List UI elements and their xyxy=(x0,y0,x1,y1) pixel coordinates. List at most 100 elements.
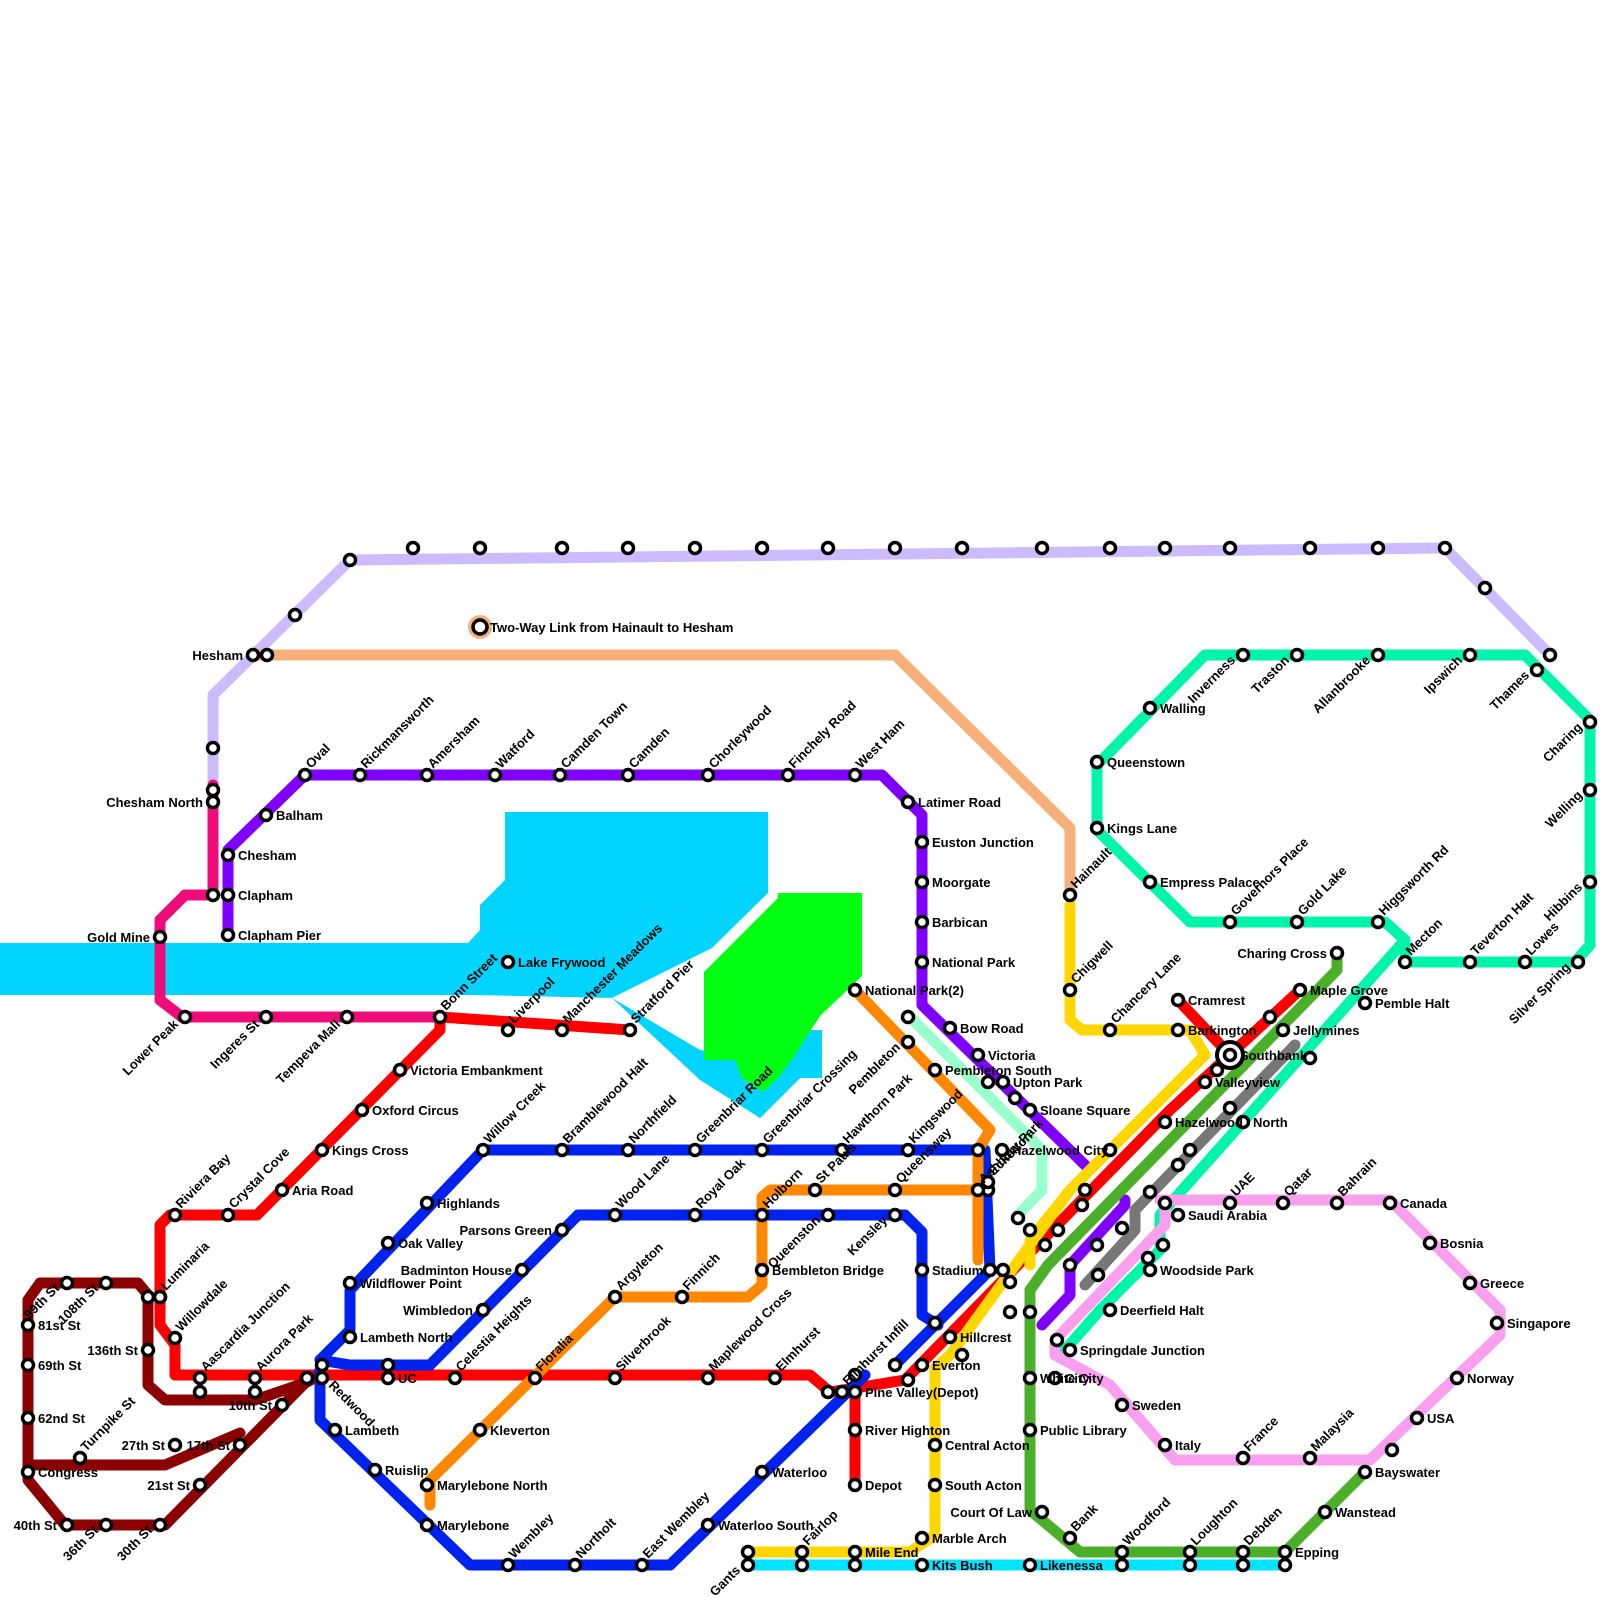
station-ipswich[interactable] xyxy=(1462,647,1478,663)
station-dot[interactable] xyxy=(1142,1184,1158,1200)
station-welling[interactable] xyxy=(1582,782,1598,798)
station-st-108[interactable] xyxy=(98,1275,114,1291)
station-congress[interactable] xyxy=(20,1464,36,1480)
station-dot[interactable] xyxy=(1182,1142,1198,1158)
station-jellymines[interactable] xyxy=(1275,1022,1291,1038)
station-northolt[interactable] xyxy=(567,1557,583,1573)
station-badminton-house[interactable] xyxy=(514,1262,530,1278)
station-luminaria[interactable] xyxy=(152,1289,168,1305)
station-waterloo[interactable] xyxy=(754,1464,770,1480)
station-cramrest[interactable] xyxy=(1170,992,1186,1008)
station-chesham-north[interactable] xyxy=(205,794,221,810)
station-dot[interactable] xyxy=(259,647,275,663)
station-governors-place[interactable] xyxy=(1222,914,1238,930)
station-st-17[interactable] xyxy=(232,1437,248,1453)
station-dot[interactable] xyxy=(1062,1257,1078,1273)
station-oval[interactable] xyxy=(297,767,313,783)
station-maplewood-cross[interactable] xyxy=(700,1370,716,1386)
station-wembley[interactable] xyxy=(500,1557,516,1573)
station-hawthorn-park[interactable] xyxy=(834,1142,850,1158)
station-dot[interactable] xyxy=(1477,580,1493,596)
station-likenessa[interactable] xyxy=(1022,1557,1038,1573)
station-white-city[interactable] xyxy=(1022,1370,1038,1386)
station-dot[interactable] xyxy=(299,1370,315,1386)
station-kensley[interactable] xyxy=(887,1207,903,1223)
station-st-36[interactable] xyxy=(98,1517,114,1533)
station-dot[interactable] xyxy=(1114,1220,1130,1236)
station-northfield[interactable] xyxy=(620,1142,636,1158)
station-redwood[interactable] xyxy=(314,1370,330,1386)
station-dot[interactable] xyxy=(1542,647,1558,663)
station-argyleton[interactable] xyxy=(607,1289,623,1305)
station-oak-valley[interactable] xyxy=(380,1235,396,1251)
station-queenston[interactable] xyxy=(820,1207,836,1223)
station-st-30[interactable] xyxy=(152,1517,168,1533)
station-dot[interactable] xyxy=(205,782,221,798)
station-kings-lane[interactable] xyxy=(1089,820,1105,836)
station-north[interactable] xyxy=(1235,1114,1251,1130)
station-malaysia[interactable] xyxy=(1302,1450,1318,1466)
station-dot[interactable] xyxy=(1050,1222,1066,1238)
station-pemble-halt[interactable] xyxy=(1357,995,1373,1011)
station-chesham[interactable] xyxy=(220,847,236,863)
station-eckerton[interactable] xyxy=(980,1174,996,1190)
station-st-pauls[interactable] xyxy=(807,1182,823,1198)
station-dot[interactable] xyxy=(794,1557,810,1573)
station-silverbrook[interactable] xyxy=(607,1370,623,1386)
station-dot[interactable] xyxy=(1074,1197,1090,1213)
station-south-acton[interactable] xyxy=(927,1477,943,1493)
station-everton[interactable] xyxy=(914,1357,930,1373)
station-kings-cross[interactable] xyxy=(314,1142,330,1158)
station-dot[interactable] xyxy=(970,1142,986,1158)
station-upton-park[interactable] xyxy=(995,1074,1011,1090)
station-dot[interactable] xyxy=(1384,1442,1400,1458)
station-bosnia[interactable] xyxy=(1422,1235,1438,1251)
station-sweden[interactable] xyxy=(1114,1397,1130,1413)
station-bayswater[interactable] xyxy=(1357,1464,1373,1480)
station-dot[interactable] xyxy=(847,1367,863,1383)
station-st-69[interactable] xyxy=(20,1357,36,1373)
station-chancery-lane[interactable] xyxy=(1102,1022,1118,1038)
station-dot[interactable] xyxy=(1302,1050,1318,1066)
station-greenbriar-crossing[interactable] xyxy=(754,1142,770,1158)
station-teverton-halt[interactable] xyxy=(1462,954,1478,970)
station-wimbledon[interactable] xyxy=(475,1302,491,1318)
station-dot[interactable] xyxy=(1002,1274,1018,1290)
station-chigwell[interactable] xyxy=(1062,982,1078,998)
station-dot[interactable] xyxy=(1007,1090,1023,1106)
station-uae[interactable] xyxy=(1222,1195,1238,1211)
station-bembleton-bridge[interactable] xyxy=(754,1262,770,1278)
station-dot[interactable] xyxy=(1222,1100,1238,1116)
station-deerfield-halt[interactable] xyxy=(1102,1302,1118,1318)
station-dot[interactable] xyxy=(1235,1557,1251,1573)
station-hazelwood[interactable] xyxy=(1157,1114,1173,1130)
station-st-21[interactable] xyxy=(192,1477,208,1493)
station-st-62[interactable] xyxy=(20,1410,36,1426)
station-aria-road[interactable] xyxy=(274,1182,290,1198)
station-lowes[interactable] xyxy=(1517,954,1533,970)
station-two-way-link[interactable] xyxy=(471,618,489,636)
station-woodside-park[interactable] xyxy=(1142,1262,1158,1278)
station-river-highton[interactable] xyxy=(847,1422,863,1438)
station-dot[interactable] xyxy=(205,887,221,903)
station-clapham-pier[interactable] xyxy=(220,927,236,943)
station-wildflower-point[interactable] xyxy=(342,1275,358,1291)
station-dot[interactable] xyxy=(1102,540,1118,556)
station-clapham[interactable] xyxy=(220,887,236,903)
station-dot[interactable] xyxy=(1002,1304,1018,1320)
station-finnich[interactable] xyxy=(674,1289,690,1305)
station-elmhurst[interactable] xyxy=(767,1370,783,1386)
station-dot[interactable] xyxy=(820,540,836,556)
station-holborn[interactable] xyxy=(754,1207,770,1223)
station-dot[interactable] xyxy=(1370,540,1386,556)
station-dot[interactable] xyxy=(980,1074,996,1090)
station-dot[interactable] xyxy=(887,540,903,556)
station-dot[interactable] xyxy=(1157,540,1173,556)
station-dot[interactable] xyxy=(1155,1237,1171,1253)
station-gold-lake[interactable] xyxy=(1289,914,1305,930)
station-southbank[interactable] xyxy=(1222,1047,1238,1063)
station-dot[interactable] xyxy=(405,540,421,556)
station-dot[interactable] xyxy=(954,540,970,556)
station-aascardia-junction[interactable] xyxy=(192,1370,208,1386)
station-dot[interactable] xyxy=(1437,540,1453,556)
